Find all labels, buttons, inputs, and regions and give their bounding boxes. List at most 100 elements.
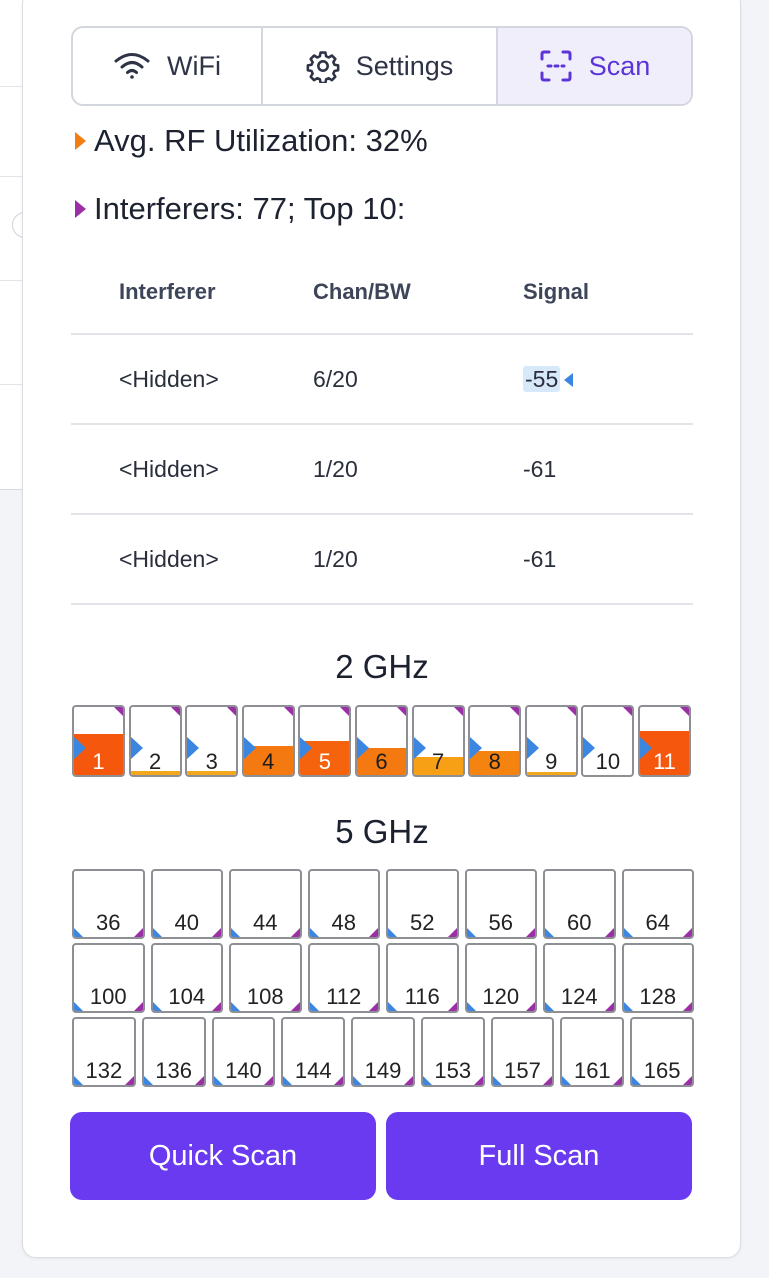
channel-tile-2ghz[interactable]: 8 <box>468 705 522 777</box>
client-corner-icon <box>74 1076 83 1085</box>
interferer-corner-icon <box>526 1002 535 1011</box>
table-row[interactable]: <Hidden> 6/20 -55 <box>71 335 693 425</box>
channel-tile-5ghz[interactable]: 36 <box>72 869 145 939</box>
table-row[interactable]: <Hidden> 1/20 -61 <box>71 515 693 605</box>
channel-number: 6 <box>375 749 388 774</box>
channel-tile-2ghz[interactable]: 6 <box>355 705 408 777</box>
channel-number: 4 <box>262 749 275 774</box>
quick-scan-button[interactable]: Quick Scan <box>70 1112 376 1200</box>
client-corner-icon <box>353 1076 363 1085</box>
utilization-fill <box>187 771 237 775</box>
channel-tile-5ghz[interactable]: 60 <box>543 869 616 939</box>
interferer-corner-icon <box>683 1002 692 1011</box>
channel-tile-5ghz[interactable]: 165 <box>630 1017 694 1087</box>
client-corner-icon <box>283 1076 293 1085</box>
interferer-corner-icon <box>566 707 576 716</box>
channel-tile-2ghz[interactable]: 11 <box>638 705 691 777</box>
interferer-corner-icon <box>334 1076 344 1085</box>
interferer-corner-icon <box>604 928 614 937</box>
interferer-corner-icon <box>604 1002 614 1011</box>
channel-tile-5ghz[interactable]: 153 <box>420 1017 485 1087</box>
channel-tile-2ghz[interactable]: 5 <box>298 705 352 777</box>
channel-number: 112 <box>326 984 362 1009</box>
interferer-name: <Hidden> <box>119 455 219 482</box>
interferer-corner-icon <box>403 1076 413 1085</box>
client-corner-icon <box>213 1076 223 1085</box>
interferer-corner-icon <box>447 928 457 937</box>
interferer-corner-icon <box>453 707 463 716</box>
channel-tile-5ghz[interactable]: 116 <box>386 943 459 1013</box>
interferer-corner-icon <box>283 707 293 716</box>
client-marker-icon <box>300 737 313 759</box>
channel-tile-2ghz[interactable]: 3 <box>185 705 239 777</box>
channel-tile-2ghz[interactable]: 4 <box>241 705 295 777</box>
column-header-chan-bw: Chan/BW <box>313 279 411 304</box>
channel-number: 8 <box>488 749 501 774</box>
tab-bar: WiFi Settings Scan <box>71 26 693 106</box>
client-corner-icon <box>231 1002 240 1011</box>
channel-tile-5ghz[interactable]: 140 <box>211 1017 276 1087</box>
client-corner-icon <box>74 928 83 937</box>
channel-tile-5ghz[interactable]: 40 <box>150 869 223 939</box>
channel-tile-5ghz[interactable]: 48 <box>307 869 380 939</box>
band-2ghz-title: 2 GHz <box>335 648 429 685</box>
channel-tile-2ghz[interactable]: 9 <box>524 705 578 777</box>
interferer-corner-icon <box>473 1076 483 1085</box>
channel-tile-5ghz[interactable]: 136 <box>141 1017 206 1087</box>
channel-tile-5ghz[interactable]: 108 <box>229 943 302 1013</box>
channel-tile-5ghz[interactable]: 104 <box>150 943 223 1013</box>
wifi-icon <box>113 51 151 81</box>
selected-row-icon <box>564 373 574 388</box>
client-corner-icon <box>152 1002 162 1011</box>
channel-tile-5ghz[interactable]: 124 <box>543 943 616 1013</box>
interferer-corner-icon <box>290 1002 300 1011</box>
channel-tile-5ghz[interactable]: 144 <box>281 1017 346 1087</box>
channel-tile-5ghz[interactable]: 120 <box>464 943 537 1013</box>
channel-number: 140 <box>225 1058 262 1083</box>
interferer-corner-icon <box>212 928 221 937</box>
channel-number: 60 <box>567 910 592 935</box>
background-divider <box>0 280 22 281</box>
channel-tile-5ghz[interactable]: 112 <box>307 943 380 1013</box>
interferer-chan-bw: 1/20 <box>313 545 358 572</box>
interferer-corner-icon <box>447 1002 457 1011</box>
interferers-text: Interferers: 77; Top 10: <box>94 191 406 226</box>
channel-tile-2ghz[interactable]: 7 <box>411 705 465 777</box>
table-row[interactable]: <Hidden> 1/20 -61 <box>71 425 693 515</box>
full-scan-button[interactable]: Full Scan <box>386 1112 692 1200</box>
channel-number: 157 <box>504 1058 541 1083</box>
interferer-corner-icon <box>133 928 143 937</box>
channel-tile-5ghz[interactable]: 52 <box>386 869 459 939</box>
client-corner-icon <box>309 1002 319 1011</box>
channel-tile-5ghz[interactable]: 100 <box>72 943 145 1013</box>
interferer-chan-bw: 6/20 <box>313 365 358 392</box>
channel-tile-2ghz[interactable]: 10 <box>581 705 635 777</box>
channel-number: 5 <box>318 749 332 774</box>
channel-tile-5ghz[interactable]: 64 <box>621 869 694 939</box>
channel-number: 104 <box>168 984 206 1009</box>
tab-scan[interactable]: Scan <box>498 28 691 104</box>
background-divider <box>0 176 22 177</box>
interferer-signal: -61 <box>523 545 557 572</box>
channel-tile-5ghz[interactable]: 128 <box>621 943 694 1013</box>
channel-tile-2ghz[interactable]: 2 <box>128 705 182 777</box>
interferer-corner-icon <box>124 1076 134 1085</box>
channel-tile-5ghz[interactable]: 44 <box>229 869 302 939</box>
client-marker-icon <box>470 737 483 759</box>
channel-tile-5ghz[interactable]: 157 <box>490 1017 555 1087</box>
interferer-corner-icon <box>613 1076 623 1085</box>
channel-tile-2ghz[interactable]: 1 <box>72 705 125 777</box>
channel-tile-5ghz[interactable]: 132 <box>72 1017 136 1087</box>
channel-tile-5ghz[interactable]: 56 <box>464 869 537 939</box>
column-header-interferer: Interferer <box>119 279 216 304</box>
tab-wifi[interactable]: WiFi <box>73 28 263 104</box>
channel-number: 9 <box>545 749 558 774</box>
channel-tile-5ghz[interactable]: 149 <box>351 1017 415 1087</box>
client-corner-icon <box>545 928 554 937</box>
tab-settings[interactable]: Settings <box>263 28 498 104</box>
channel-number: 165 <box>643 1058 681 1083</box>
channel-tile-5ghz[interactable]: 161 <box>560 1017 625 1087</box>
interferer-corner-icon <box>227 707 237 716</box>
channel-number: 2 <box>148 749 162 774</box>
column-header-signal: Signal <box>523 279 590 304</box>
